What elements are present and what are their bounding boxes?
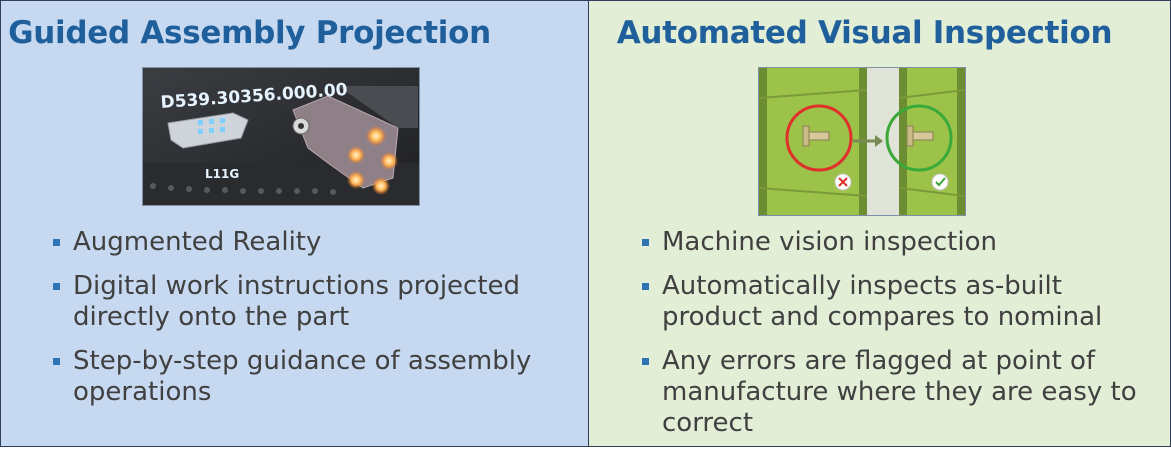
bullet-item: Machine vision inspection	[642, 227, 1160, 258]
bullet-text: Digital work instructions projected dire…	[73, 271, 521, 332]
bullet-text: Automatically inspects as-built product …	[662, 271, 1103, 332]
bullet-square-icon	[642, 358, 649, 365]
bullet-text: Machine vision inspection	[662, 227, 997, 257]
bullet-item: Any errors are flagged at point of manuf…	[642, 346, 1160, 439]
bullet-square-icon	[53, 239, 60, 246]
guided-assembly-title: Guided Assembly Projection	[8, 15, 491, 51]
bullet-item: Digital work instructions projected dire…	[53, 271, 558, 333]
part-label-text: L11G	[205, 167, 239, 181]
bullet-square-icon	[53, 283, 60, 290]
check-circle-icon	[931, 173, 949, 191]
inspection-photo	[758, 67, 966, 216]
bullet-text: Augmented Reality	[73, 227, 322, 257]
x-circle-icon	[834, 173, 852, 191]
visual-inspection-bullets: Machine vision inspection Automatically …	[642, 227, 1160, 452]
bullet-item: Augmented Reality	[53, 227, 558, 258]
bullet-item: Step-by-step guidance of assembly operat…	[53, 346, 558, 408]
projection-photo: D539.30356.000.00 L11G	[142, 67, 420, 206]
bullet-text: Step-by-step guidance of assembly operat…	[73, 346, 532, 407]
bullet-item: Automatically inspects as-built product …	[642, 271, 1160, 333]
bullet-square-icon	[642, 283, 649, 290]
bullet-square-icon	[53, 358, 60, 365]
visual-inspection-title: Automated Visual Inspection	[616, 15, 1113, 51]
guided-assembly-bullets: Augmented Reality Digital work instructi…	[53, 227, 558, 421]
bullet-text: Any errors are flagged at point of manuf…	[662, 346, 1137, 438]
bullet-square-icon	[642, 239, 649, 246]
guided-assembly-panel: Guided Assembly Projection	[1, 1, 589, 446]
visual-inspection-panel: Automated Visual Inspection	[589, 1, 1170, 446]
